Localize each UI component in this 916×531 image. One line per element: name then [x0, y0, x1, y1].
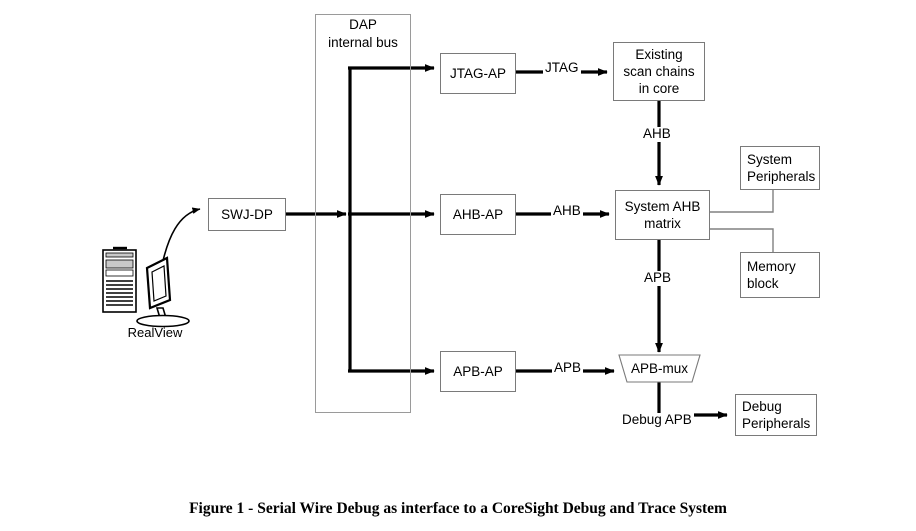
dap-title: DAP internal bus [311, 16, 415, 51]
node-swj-dp[interactable]: SWJ-DP [208, 198, 286, 231]
node-system-peripherals[interactable]: System Peripherals [740, 146, 820, 190]
edge-label-debug-apb: Debug APB [620, 412, 694, 428]
node-memory-block[interactable]: Memory block [740, 252, 820, 298]
apb-mux-shape [618, 354, 701, 383]
node-apb-mux-label[interactable]: APB-mux [630, 361, 688, 376]
node-apb-ap[interactable]: APB-AP [440, 351, 516, 392]
edge-label-ahb-scan-to-matrix: AHB [641, 126, 673, 142]
dap-title-line1: DAP [349, 17, 377, 32]
edge-label-ahb-ap-to-matrix: AHB [551, 203, 583, 219]
node-system-ahb-matrix[interactable]: System AHB matrix [615, 190, 710, 240]
pc-tower-icon [102, 246, 137, 313]
apb-mux-to-debug-peripherals-arrow [657, 382, 728, 419]
edge-label-apb-matrix-to-mux: APB [642, 270, 674, 286]
pc-monitor-icon [136, 256, 190, 328]
host-to-swjdp-connector [157, 207, 201, 274]
matrix-to-system-peripherals-link [710, 190, 774, 213]
node-ahb-ap[interactable]: AHB-AP [440, 194, 516, 235]
edge-label-apb-ap-to-mux: APB [552, 360, 584, 376]
dap-boundary [315, 14, 411, 413]
figure-caption: Figure 1 - Serial Wire Debug as interfac… [189, 500, 727, 517]
edge-label-jtag: JTAG [543, 60, 581, 76]
matrix-to-memory-block-link [710, 228, 774, 252]
node-jtag-ap[interactable]: JTAG-AP [440, 53, 516, 94]
node-debug-peripherals[interactable]: Debug Peripherals [735, 394, 817, 436]
dap-title-line2: internal bus [328, 34, 398, 50]
host-label-realview: RealView [127, 325, 183, 340]
node-existing-scan-chains[interactable]: Existing scan chains in core [613, 42, 705, 101]
